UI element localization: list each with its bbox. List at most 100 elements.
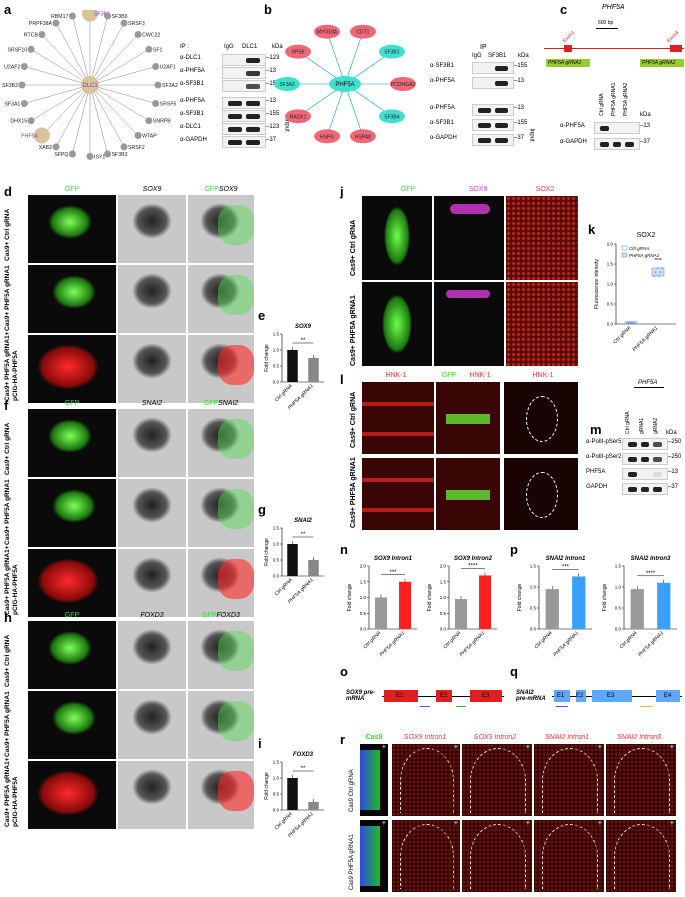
d-img-merge xyxy=(188,195,254,263)
wb-kda: –155 xyxy=(266,81,280,87)
wb-strip xyxy=(472,77,514,89)
wb-band xyxy=(600,142,609,147)
m-group: PHF5A xyxy=(638,380,658,386)
edge-a xyxy=(89,84,125,147)
r-texture xyxy=(606,820,676,892)
exon1-box xyxy=(564,45,572,52)
wb-band xyxy=(653,442,662,447)
edge-a xyxy=(41,84,91,136)
o-e2: E2 xyxy=(436,690,452,702)
m-group-line xyxy=(634,387,664,388)
scale-bar xyxy=(596,28,618,29)
wb-band xyxy=(628,442,637,447)
wb-strip xyxy=(622,453,668,465)
merge-signal xyxy=(200,203,240,239)
sig-label: ** xyxy=(301,532,306,538)
merge-overlay xyxy=(218,419,254,459)
j-img-sox2-1 xyxy=(506,196,578,280)
wb-band xyxy=(228,140,242,145)
node-label-b: HSPA8 xyxy=(355,134,371,140)
node-b-hspg xyxy=(314,129,341,144)
r-plus-marker: + xyxy=(597,744,602,751)
node-label-a: DHX15 xyxy=(10,119,27,125)
l-col-hnk1: HNK-1 xyxy=(385,372,407,379)
j-img-sox2-2 xyxy=(506,282,578,366)
h-row-label: Cas9+ Ctrl gRNA xyxy=(4,634,11,687)
bar-1 xyxy=(399,581,411,629)
edge-a xyxy=(72,15,91,86)
j-img-gfp-2 xyxy=(362,282,432,366)
wb-band xyxy=(228,114,242,119)
wb-strip xyxy=(222,97,266,109)
node-label-a: SF3B1 xyxy=(94,12,110,18)
node-b-center xyxy=(329,76,361,92)
k-point-ctrl xyxy=(627,322,630,324)
f-img-ish xyxy=(118,549,186,617)
merge-marker: SNAI2 xyxy=(218,400,239,407)
k-x-label: PHF5A gRNA1 xyxy=(632,325,660,353)
node-label-b: RACK1 xyxy=(290,114,307,120)
q-e3-label: E3 xyxy=(607,693,615,699)
f-img-fluor xyxy=(28,409,116,477)
r-plus-marker: + xyxy=(381,820,386,827)
k-point-ctrl xyxy=(634,322,636,324)
wb-strip xyxy=(594,138,640,150)
phf5a-network: CDT1SF3B1PCDHGA2SF3B4HSPA8HSPGRACK1SF3A3… xyxy=(274,24,416,144)
wb-band xyxy=(228,127,242,132)
d-img-ish xyxy=(118,265,186,333)
wb-band xyxy=(246,114,260,119)
j-col-sox9: SOX9 xyxy=(468,186,488,193)
l-col-hnk1-b: HNK-1 xyxy=(469,372,491,379)
merge-signal xyxy=(200,629,240,665)
panel-label-f: f xyxy=(4,398,9,413)
k-tick-label: 0.0 xyxy=(607,322,614,327)
ish-signal xyxy=(132,417,172,453)
y-tick-label: 1.0 xyxy=(440,595,447,600)
wb-c-kda: kDa xyxy=(640,112,651,118)
wb-kda: –13 xyxy=(266,98,277,104)
panel-label-j: j xyxy=(340,184,344,199)
node-label-b: SF3B4 xyxy=(384,114,400,120)
chart-title: SNAI2 Intron1 xyxy=(546,556,586,562)
merge-signal xyxy=(200,273,240,309)
edge-a xyxy=(41,34,91,86)
o-e3-label: E3 xyxy=(482,693,490,699)
d-img-ish xyxy=(118,195,186,263)
y-tick-label: 1.0 xyxy=(273,776,280,781)
o-e1: E1 xyxy=(384,690,418,702)
r-img: + xyxy=(360,744,388,816)
node-label-a: SF1 xyxy=(153,47,163,53)
intron-line xyxy=(544,48,684,49)
d-row-label: Cas9+ PHF5A gRNA1+ pCIG-HA-PHF5A xyxy=(4,331,19,401)
x-tick-label: Ctrl gRNA xyxy=(274,811,295,832)
node-a-sf1 xyxy=(145,45,153,53)
node-a-prpf38a xyxy=(52,19,60,27)
wb-band xyxy=(478,138,491,143)
node-b-sf3b1 xyxy=(378,44,405,59)
edge-a xyxy=(89,34,139,86)
wb-band xyxy=(246,127,260,132)
bar-0 xyxy=(287,350,298,382)
panel-label-d: d xyxy=(4,184,12,199)
grna1-label: PHF5A gRNA1 xyxy=(548,60,582,66)
k-point-phf5a xyxy=(658,275,660,277)
wb-kda: –123 xyxy=(266,55,280,61)
k-tick-label: 0.5 xyxy=(607,302,614,307)
node-label-a: PRPF38A xyxy=(29,21,53,27)
k-tick-label: 1.5 xyxy=(607,262,614,267)
k-tick-label: 2.0 xyxy=(607,242,614,247)
node-label-a: U2AF2 xyxy=(4,65,20,71)
r-col-0: Cas9 xyxy=(365,734,383,741)
wb-strip xyxy=(472,104,514,116)
wb-row-label: GAPDH xyxy=(586,484,608,490)
wb-row-label: α-DLC1 xyxy=(180,124,201,130)
d-img-merge xyxy=(188,265,254,333)
node-a-phf5a xyxy=(33,127,50,144)
x-tick-label: Ctrl gRNA xyxy=(619,630,640,651)
wb-band xyxy=(478,123,491,128)
h-img-fluor xyxy=(28,621,116,689)
